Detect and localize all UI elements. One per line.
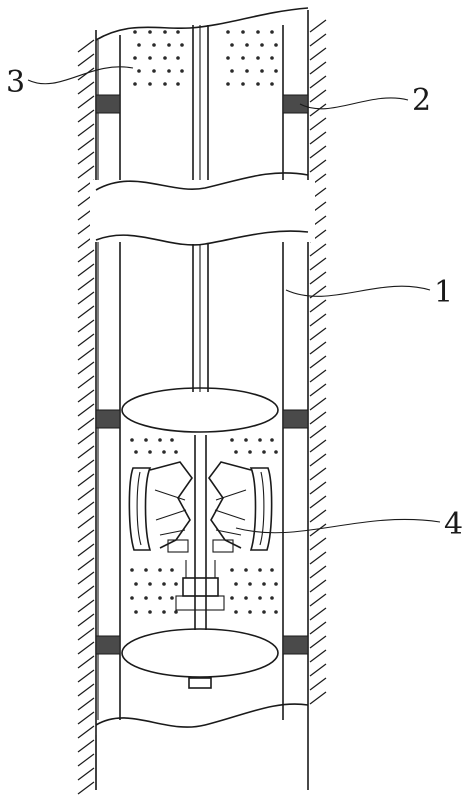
leader-line-1 (285, 285, 431, 297)
centralizer-pad-upper-left (95, 94, 121, 114)
lower-disc (121, 628, 279, 678)
scraper-assembly (128, 461, 273, 611)
casing-pipe (97, 25, 284, 720)
top-break-line (95, 7, 309, 41)
label-2: 2 (412, 83, 431, 118)
wall-hatching-left (77, 39, 95, 795)
central-rod-upper (192, 25, 209, 180)
brush-loop-left-outer (128, 467, 152, 551)
drive-unit (175, 560, 225, 611)
linkage-arms-right (208, 461, 252, 553)
bottom-break-line (95, 703, 309, 728)
label-1: 1 (434, 275, 453, 310)
linkage-arms-left (149, 461, 193, 553)
wall-hatching-right (309, 19, 327, 705)
label-3: 3 (6, 65, 25, 100)
brush-loop-right-outer (249, 467, 273, 551)
bottom-nozzle (188, 677, 212, 689)
label-4: 4 (444, 507, 463, 542)
leader-line-3 (27, 66, 134, 85)
centralizer-pad-lower-left (95, 635, 121, 655)
centralizer-pad-mid-right (282, 409, 309, 429)
central-rod-lower (192, 244, 209, 392)
centralizer-pad-upper-right (282, 94, 309, 114)
centralizer-pad-lower-right (282, 635, 309, 655)
leader-line-2 (299, 97, 409, 110)
middle-break (90, 172, 315, 246)
upper-disc (121, 387, 279, 433)
tool-rod (194, 435, 207, 630)
leader-line-4 (235, 518, 441, 534)
sieve-holes-lower (130, 438, 278, 614)
sieve-holes-upper (133, 30, 278, 86)
centralizer-pad-mid-left (95, 409, 121, 429)
